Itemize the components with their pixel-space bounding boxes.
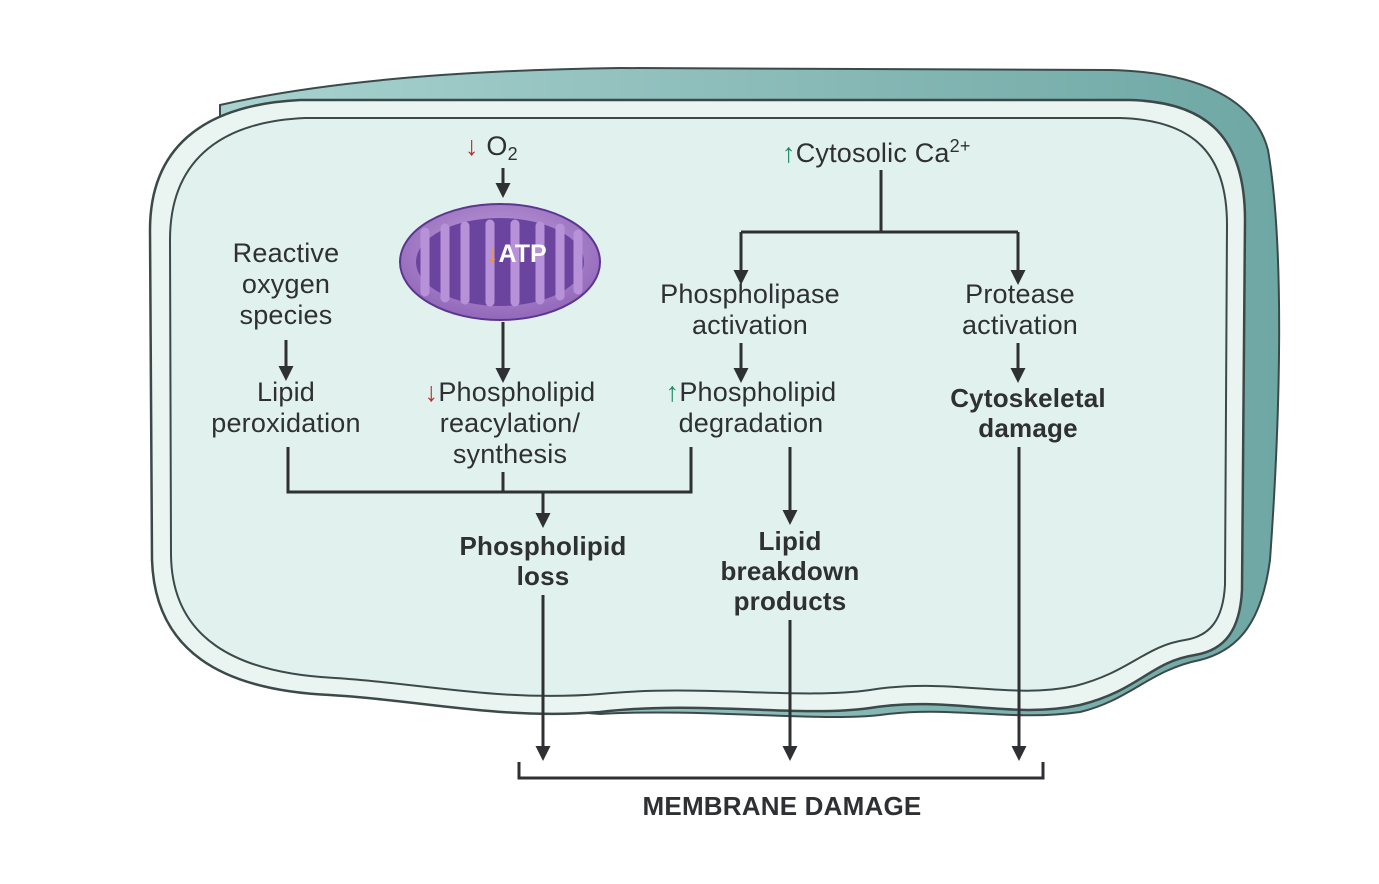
phospholipid-loss: Phospholipid loss xyxy=(459,531,627,591)
lipid-peroxidation: Lipid peroxidation xyxy=(211,377,361,438)
membrane-damage-bracket xyxy=(517,762,1045,780)
degradation-increase-indicator: ↑ xyxy=(665,377,680,407)
atp-decrease-indicator: ↓ xyxy=(486,240,499,268)
o2-subscript: 2 xyxy=(507,144,518,164)
atp-text: ATP xyxy=(498,240,547,268)
connector-to-phospholipid-loss xyxy=(286,447,693,494)
calcium-increase-indicator: ↑ xyxy=(782,138,796,168)
atp-label: ↓ATP xyxy=(486,240,547,269)
o2-text: O xyxy=(486,131,508,161)
cytoskeletal-damage: Cytoskeletal damage xyxy=(950,383,1106,443)
calcium-text: Cytosolic Ca xyxy=(795,138,950,168)
o2-label: ↓ O2 xyxy=(465,131,518,170)
arrows xyxy=(278,168,1045,780)
phospholipid-reacylation-synthesis: ↓Phospholipid reacylation/ synthesis xyxy=(424,377,596,469)
mitochondrion-graphic xyxy=(399,203,601,321)
protease-activation: Protease activation xyxy=(961,279,1079,340)
phospholipid-degradation: ↑Phospholipid degradation xyxy=(665,377,837,438)
cytosolic-calcium-label: ↑Cytosolic Ca2+ xyxy=(782,131,971,169)
membrane-damage-label: MEMBRANE DAMAGE xyxy=(642,791,922,821)
reacylation-decrease-indicator: ↓ xyxy=(424,377,439,407)
reactive-oxygen-species: Reactive oxygen species xyxy=(232,238,340,330)
phospholipase-activation: Phospholipase activation xyxy=(660,279,840,340)
lipid-breakdown-products: Lipid breakdown products xyxy=(720,526,860,616)
o2-decrease-indicator: ↓ xyxy=(465,131,479,161)
calcium-superscript: 2+ xyxy=(949,136,971,156)
